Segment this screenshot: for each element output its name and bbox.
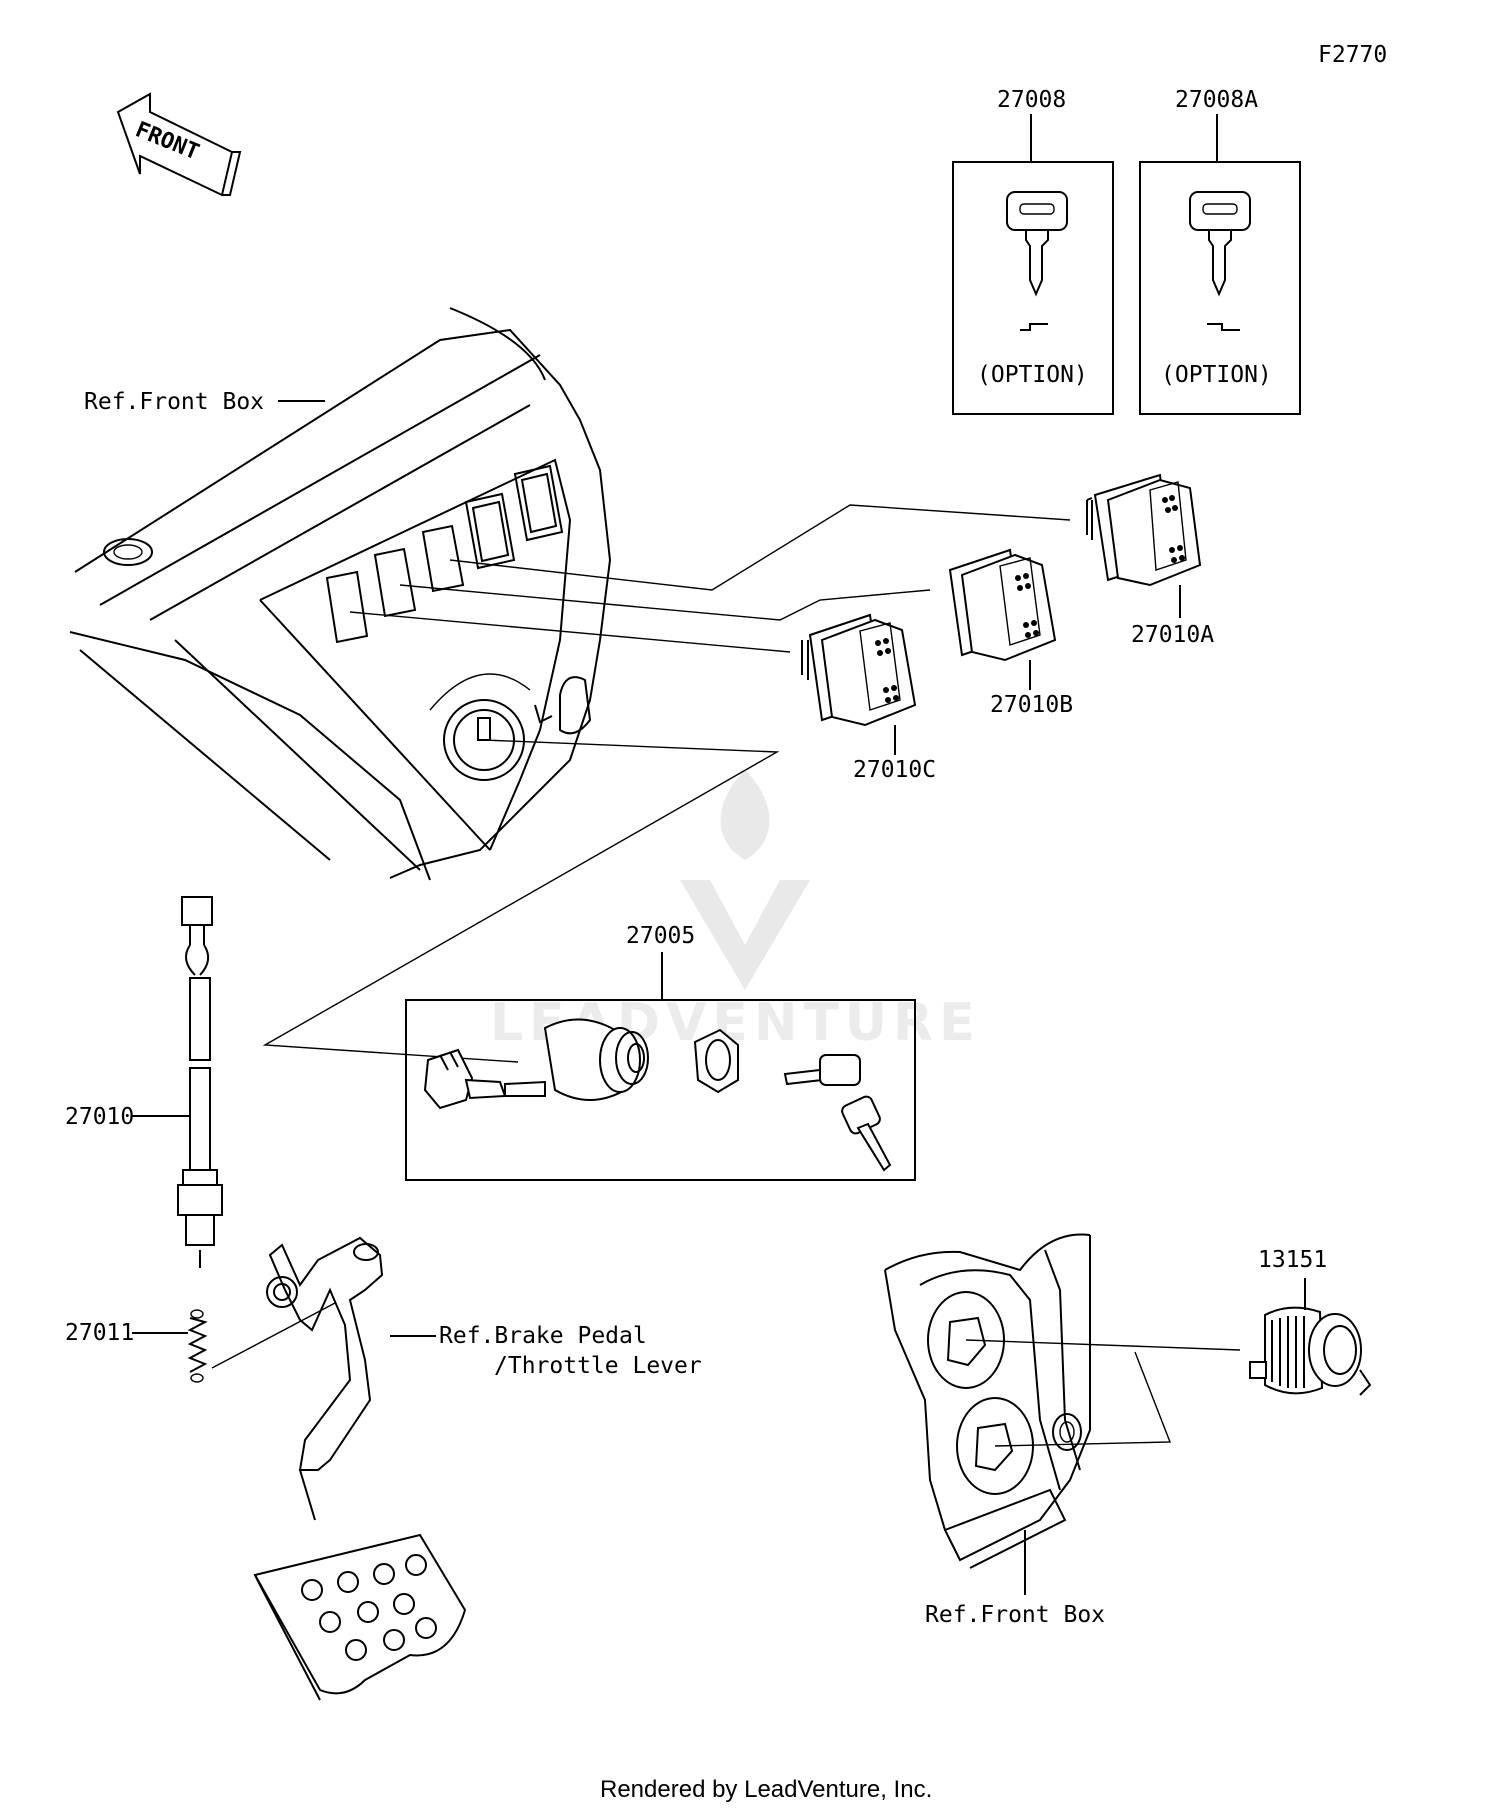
ref-brake-pedal-label-line1: Ref.Brake Pedal bbox=[439, 1323, 647, 1349]
key-icon bbox=[1006, 191, 1068, 297]
option-part-number: 27008 bbox=[997, 87, 1066, 113]
option-note: (OPTION) bbox=[977, 362, 1088, 388]
brake-pedal bbox=[253, 1236, 467, 1701]
key-icon bbox=[1189, 191, 1251, 297]
key-icon bbox=[841, 1095, 892, 1172]
spring-icon bbox=[187, 1309, 208, 1383]
option-key-27008: 27008 (OPTION) bbox=[952, 87, 1114, 415]
label-27010b: 27010B bbox=[990, 692, 1073, 718]
ref-front-box-bottom-label: Ref.Front Box bbox=[925, 1602, 1105, 1628]
key-icon bbox=[783, 1054, 861, 1086]
option-note: (OPTION) bbox=[1161, 362, 1272, 388]
figure-code: F2770 bbox=[1318, 42, 1387, 68]
front-arrow-icon: FRONT bbox=[116, 92, 242, 197]
label-27010: 27010 bbox=[65, 1104, 134, 1130]
rocker-switch-27010b bbox=[948, 548, 1057, 690]
power-socket-13151 bbox=[1249, 1278, 1372, 1396]
front-box-lower-panel bbox=[884, 1233, 1091, 1569]
ref-front-box-top-label: Ref.Front Box bbox=[84, 389, 264, 415]
rocker-switch-27010c bbox=[801, 613, 917, 755]
ignition-switch-kit bbox=[405, 999, 916, 1181]
watermark-logo: LEADVENTURE bbox=[490, 770, 975, 1053]
label-27010a: 27010A bbox=[1131, 622, 1214, 648]
option-key-27008a: 27008A (OPTION) bbox=[1139, 87, 1301, 415]
option-part-number: 27008A bbox=[1175, 87, 1258, 113]
ref-brake-pedal-label-line2: /Throttle Lever bbox=[494, 1353, 702, 1379]
label-27010c: 27010C bbox=[853, 757, 936, 783]
front-box-dashboard bbox=[69, 307, 612, 881]
rocker-switch-27010a bbox=[1086, 473, 1202, 618]
label-27011: 27011 bbox=[65, 1320, 134, 1346]
label-27005: 27005 bbox=[626, 923, 695, 949]
footer-credit: Rendered by LeadVenture, Inc. bbox=[600, 1776, 932, 1803]
brake-light-switch bbox=[177, 896, 223, 1268]
label-13151: 13151 bbox=[1258, 1247, 1327, 1273]
